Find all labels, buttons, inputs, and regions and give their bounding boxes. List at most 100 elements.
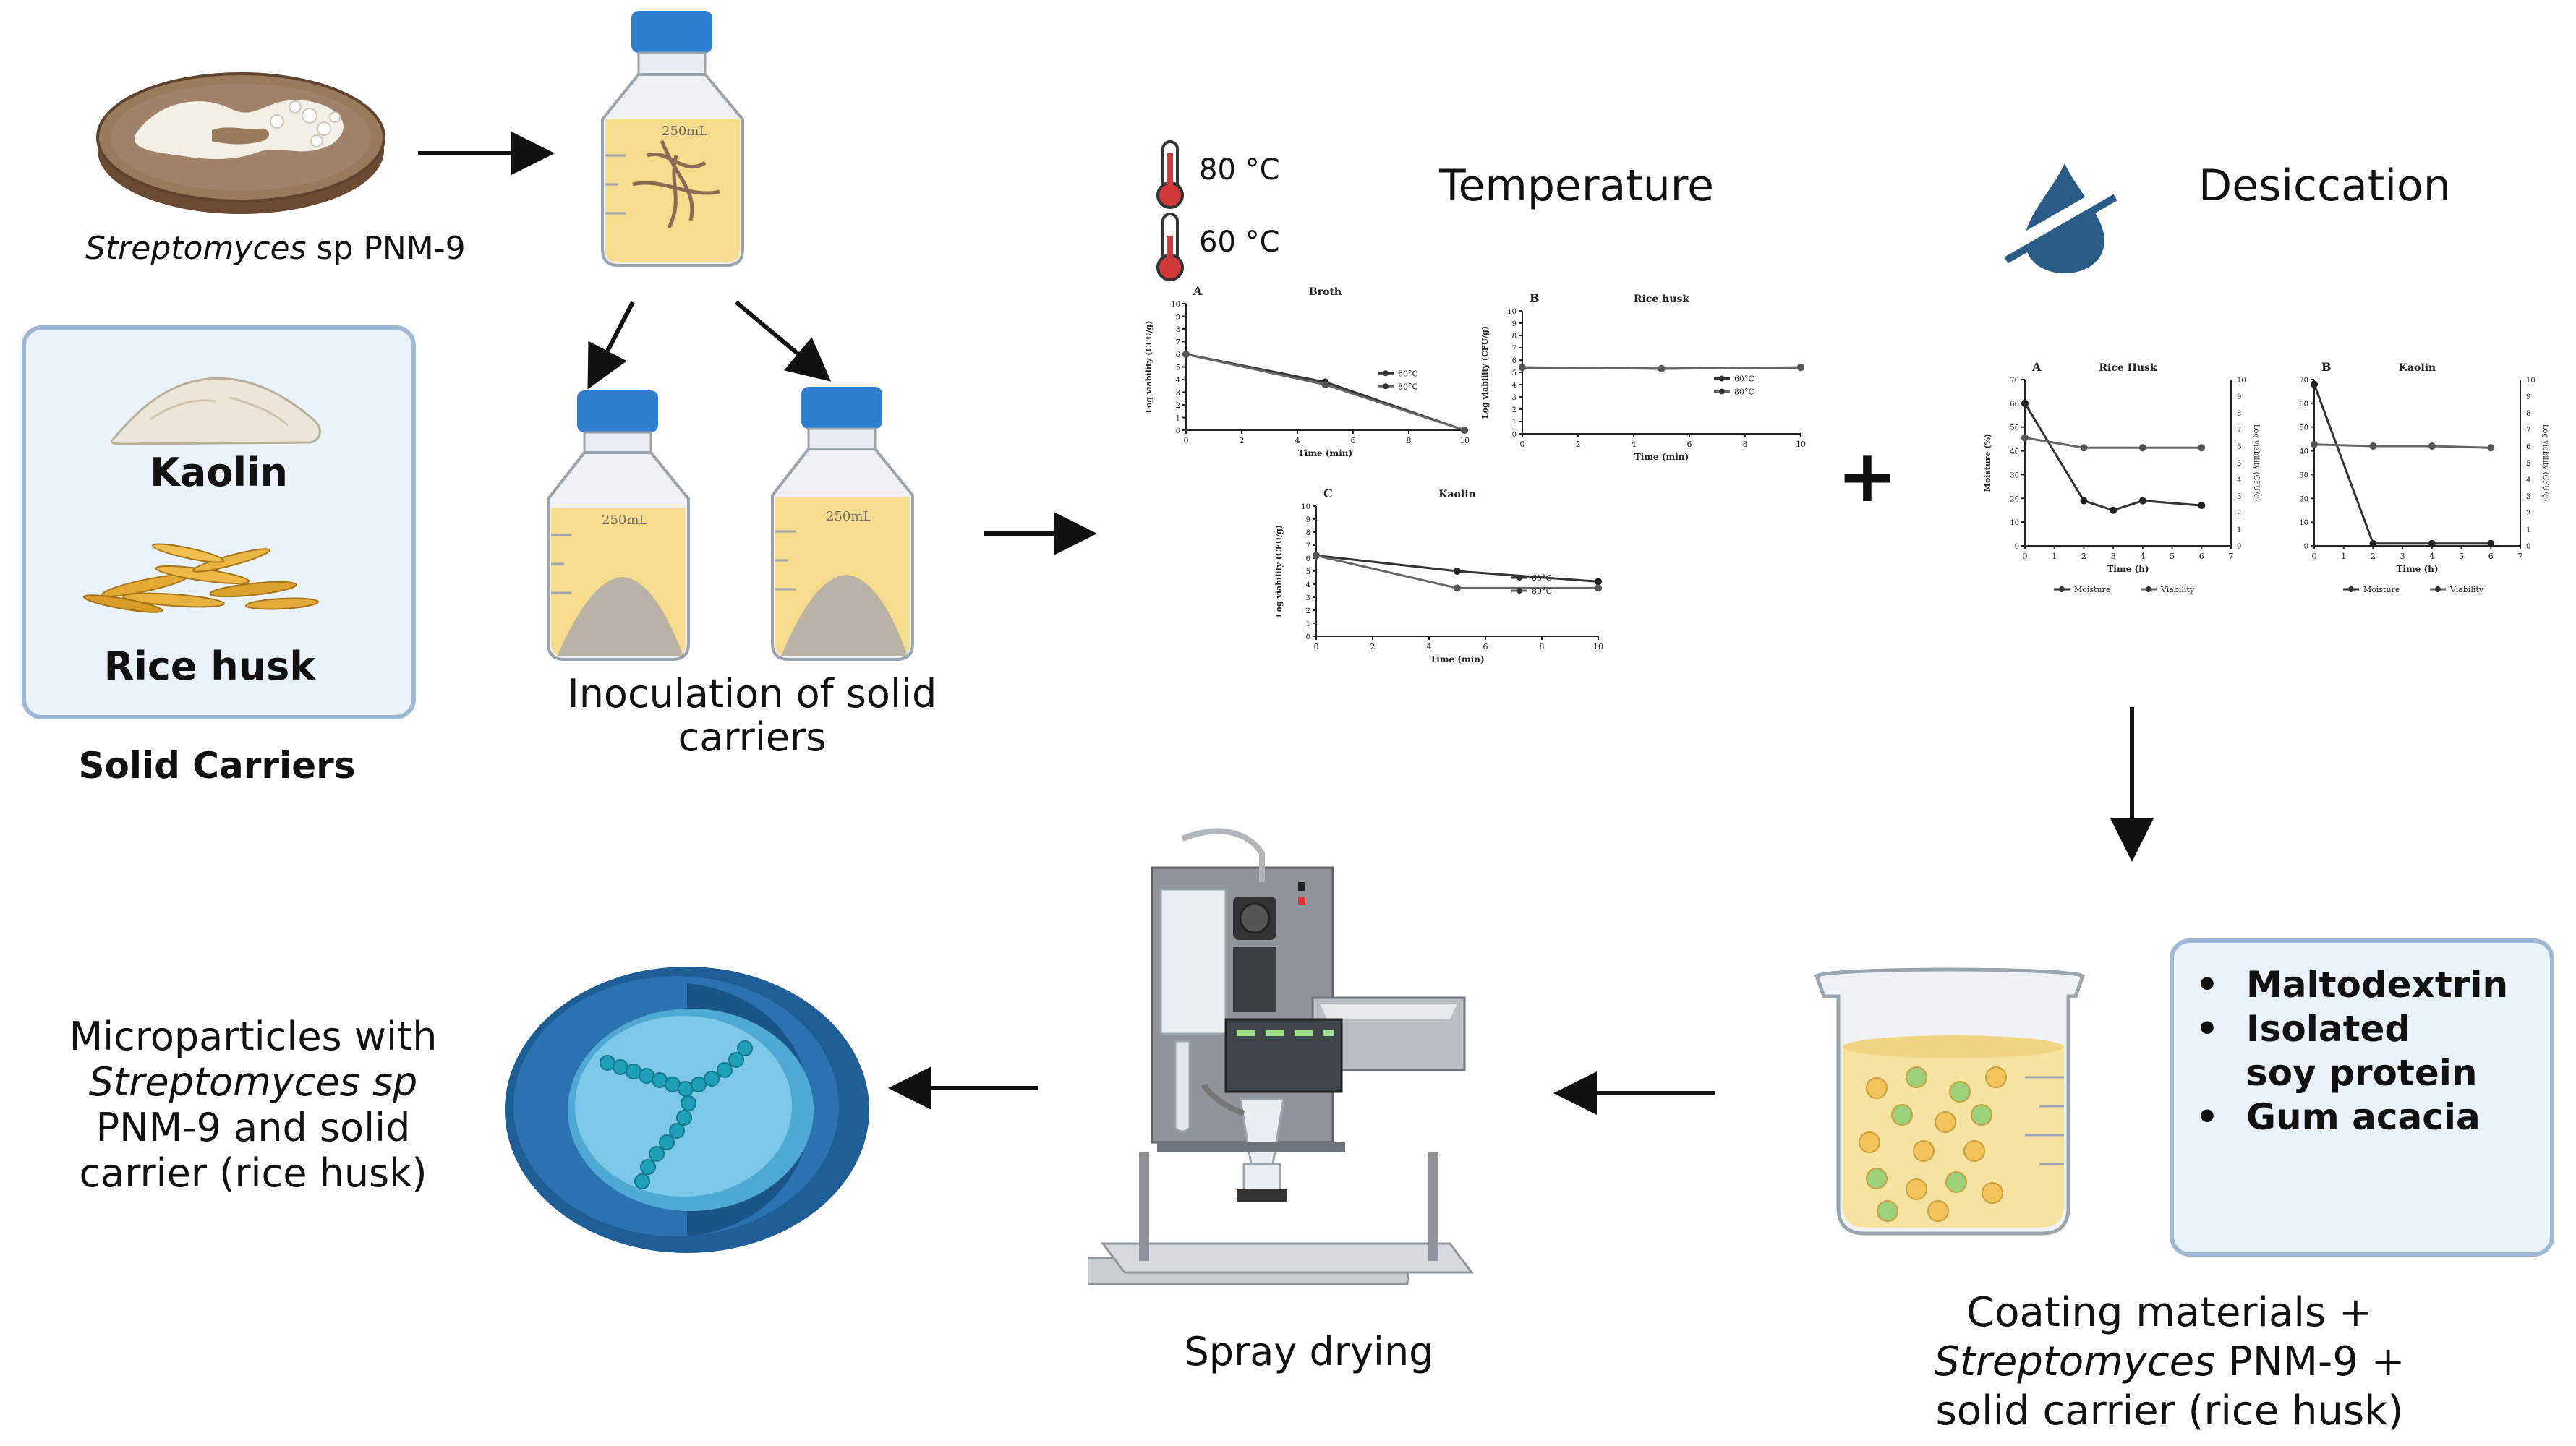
legend-label: 80°C — [1532, 586, 1552, 596]
coating-item-continued: soy protein — [2246, 1052, 2478, 1094]
rice-husk-icon — [82, 543, 319, 613]
series-line — [2313, 384, 2491, 545]
water-drop-slash-icon — [1998, 163, 2119, 273]
kaolin-bottle-icon: 250mL — [547, 390, 690, 661]
x-tick-label: 6 — [1687, 440, 1692, 449]
y-tick-label: 40 — [2299, 448, 2308, 456]
y-right-tick-label: 9 — [2526, 393, 2530, 401]
legend-label: Viability — [2160, 585, 2195, 594]
y-right-tick-label: 1 — [2237, 526, 2241, 534]
y-right-tick-label: 3 — [2526, 493, 2530, 501]
chart-axis — [2313, 380, 2520, 547]
chart-axis — [2024, 380, 2231, 547]
data-point — [2311, 380, 2318, 388]
legend-marker — [1517, 575, 1522, 581]
x-tick-label: 2 — [2081, 552, 2086, 561]
series-line — [2313, 443, 2491, 449]
x-tick-label: 7 — [2518, 552, 2523, 561]
y-tick-label: 50 — [2010, 424, 2019, 432]
x-tick-label: 7 — [2229, 552, 2234, 561]
y-tick-label: 30 — [2299, 471, 2308, 479]
y-tick-label: 7 — [1176, 339, 1180, 347]
svg-text:250mL: 250mL — [602, 513, 647, 528]
chart-panel-letter: A — [2031, 360, 2042, 374]
y-tick-label: 5 — [1306, 568, 1310, 576]
x-tick-label: 4 — [2140, 552, 2145, 561]
y-right-tick-label: 10 — [2526, 377, 2536, 385]
y-tick-label: 3 — [1512, 394, 1517, 402]
y-tick-label: 0 — [2015, 543, 2019, 551]
legend-label: 60°C — [1532, 573, 1552, 583]
legend-marker — [2146, 586, 2151, 592]
microparticles-label: Microparticles with Streptomyces sp PNM-… — [69, 1014, 438, 1196]
streptomyces-label: Streptomyces sp PNM-9 — [85, 230, 466, 267]
y-tick-label: 10 — [1171, 301, 1180, 309]
thermometer-icon — [1156, 140, 1184, 209]
y-tick-label: 6 — [1176, 351, 1180, 359]
y-tick-label: 0 — [1176, 427, 1180, 435]
svg-text:250mL: 250mL — [826, 509, 871, 524]
legend-marker — [1719, 388, 1725, 395]
coating-item: Isolated — [2196, 1007, 2550, 1051]
y-right-tick-label: 6 — [2526, 443, 2530, 451]
chart-title: Rice husk — [1634, 294, 1689, 305]
legend-marker — [1383, 370, 1389, 377]
data-point — [1595, 578, 1602, 586]
y-tick-label: 10 — [2010, 519, 2019, 527]
legend-marker — [1719, 375, 1725, 382]
chart-xlabel: Time (h) — [2107, 564, 2149, 574]
y-tick-label: 5 — [1176, 364, 1180, 372]
legend-label: 80°C — [1398, 382, 1418, 391]
y-right-tick-label: 3 — [2237, 493, 2241, 501]
y-tick-label: 8 — [1176, 326, 1180, 334]
y-tick-label: 70 — [2010, 377, 2019, 385]
chart-ylabel: Log viability (CFU/g) — [1274, 525, 1284, 617]
y-tick-label: 70 — [2299, 377, 2308, 385]
y-right-tick-label: 4 — [2526, 476, 2530, 484]
y-tick-label: 3 — [1306, 594, 1310, 602]
chart-title: Kaolin — [1438, 489, 1475, 500]
legend-marker — [2348, 586, 2354, 592]
data-point — [1519, 364, 1526, 372]
y-tick-label: 60 — [2299, 401, 2308, 408]
y-tick-label: 10 — [2299, 519, 2308, 527]
series-line — [1185, 353, 1465, 432]
x-tick-label: 6 — [1351, 436, 1356, 445]
y-tick-label: 0 — [1512, 431, 1517, 439]
data-point — [2110, 506, 2117, 514]
coating-caption: Coating materials + Streptomyces PNM-9 +… — [1934, 1289, 2405, 1434]
x-tick-label: 0 — [2023, 552, 2028, 561]
data-point — [2080, 444, 2088, 452]
x-tick-label: 0 — [1520, 440, 1525, 449]
y-tick-label: 0 — [2304, 543, 2308, 551]
y-right-tick-label: 2 — [2526, 510, 2530, 518]
x-tick-label: 4 — [1427, 642, 1432, 651]
x-tick-label: 4 — [1632, 440, 1637, 449]
chart-axis — [1185, 304, 1464, 431]
y-right-tick-label: 5 — [2237, 460, 2241, 468]
temp-80-label: 80 °C — [1199, 153, 1280, 187]
y-tick-label: 4 — [1512, 382, 1517, 390]
x-tick-label: 6 — [1483, 642, 1488, 651]
data-point — [2198, 444, 2206, 452]
legend-label: 60°C — [1398, 369, 1418, 378]
data-point — [1461, 427, 1468, 434]
x-tick-label: 2 — [2371, 552, 2376, 561]
y-right-tick-label: 1 — [2526, 526, 2530, 534]
chart-xlabel: Time (min) — [1430, 654, 1484, 664]
y-tick-label: 30 — [2010, 471, 2019, 479]
legend-label: Viability — [2449, 585, 2484, 594]
spray-drying-label: Spray drying — [1184, 1329, 1434, 1374]
legend-marker — [1383, 383, 1389, 390]
petri-dish-icon — [96, 72, 385, 214]
y-tick-label: 9 — [1512, 320, 1517, 328]
chart-title: Kaolin — [2399, 362, 2436, 374]
x-tick-label: 10 — [1796, 440, 1806, 449]
x-tick-label: 2 — [1576, 440, 1581, 449]
y-tick-label: 7 — [1306, 542, 1310, 550]
y-tick-label: 8 — [1512, 333, 1517, 341]
